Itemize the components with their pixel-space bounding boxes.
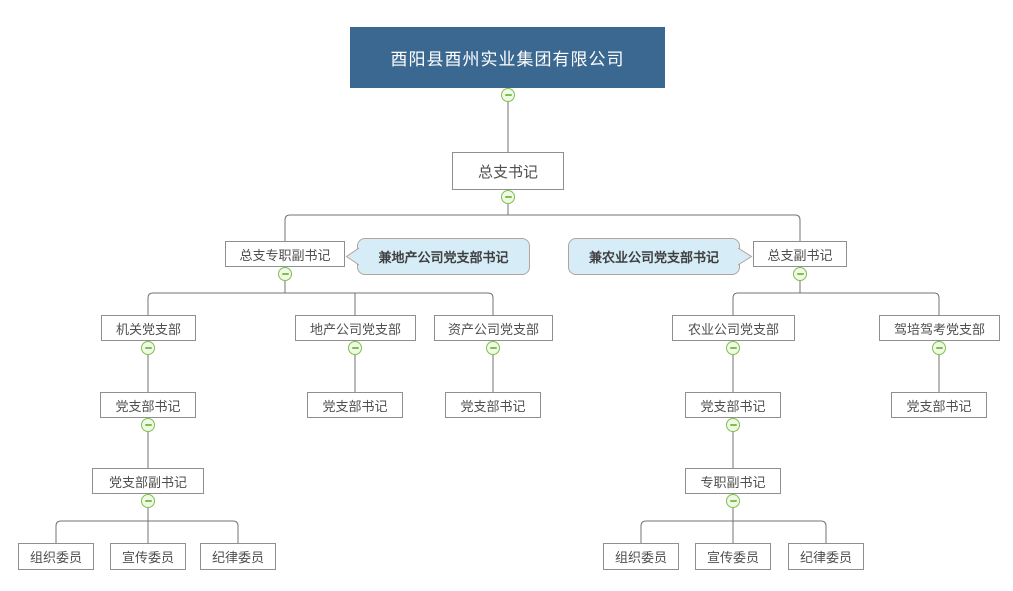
node-secretary-jiguan[interactable]: 党支部书记	[100, 392, 196, 418]
collapse-button-secretary-nongye[interactable]	[726, 418, 740, 432]
node-branch-nongye[interactable]: 农业公司党支部	[672, 315, 795, 341]
minus-icon	[351, 347, 359, 349]
minus-icon	[729, 500, 737, 502]
collapse-button-general-secretary[interactable]	[501, 190, 515, 204]
node-committee-organization-left[interactable]: 组织委员	[18, 543, 94, 570]
minus-icon	[281, 273, 289, 275]
node-secretary-nongye[interactable]: 党支部书记	[685, 392, 781, 418]
minus-icon	[729, 424, 737, 426]
node-committee-discipline-left[interactable]: 纪律委员	[200, 543, 276, 570]
minus-icon	[144, 347, 152, 349]
collapse-button-branch-nongye[interactable]	[726, 341, 740, 355]
node-branch-zichan[interactable]: 资产公司党支部	[434, 315, 553, 341]
node-company[interactable]: 酉阳县酉州实业集团有限公司	[350, 27, 665, 88]
node-deputy-secretary[interactable]: 总支副书记	[753, 241, 847, 267]
collapse-button-full-time-deputy[interactable]	[278, 267, 292, 281]
minus-icon	[729, 347, 737, 349]
collapse-button-company[interactable]	[501, 88, 515, 102]
collapse-button-secretary-jiguan[interactable]	[141, 418, 155, 432]
connector-secretary-split	[284, 190, 801, 241]
node-branch-dichan[interactable]: 地产公司党支部	[295, 315, 416, 341]
node-full-time-deputy-right[interactable]: 专职副书记	[685, 468, 781, 494]
node-deputy-branch-secretary-left[interactable]: 党支部副书记	[92, 468, 204, 494]
callout-dichan-party-secretary[interactable]: 兼地产公司党支部书记	[357, 238, 530, 275]
collapse-button-deputy-left[interactable]	[141, 494, 155, 508]
callout-nongye-party-secretary[interactable]: 兼农业公司党支部书记	[568, 238, 740, 275]
minus-icon	[144, 424, 152, 426]
node-committee-publicity-right[interactable]: 宣传委员	[695, 543, 771, 570]
collapse-button-deputy-secretary[interactable]	[793, 267, 807, 281]
node-secretary-zichan[interactable]: 党支部书记	[445, 392, 541, 418]
connector-secretary-to-deputy	[147, 418, 734, 468]
minus-icon	[796, 273, 804, 275]
node-committee-discipline-right[interactable]: 纪律委员	[788, 543, 864, 570]
node-secretary-jiapei[interactable]: 党支部书记	[891, 392, 987, 418]
callout-right-tail	[737, 247, 753, 266]
minus-icon	[504, 196, 512, 198]
node-full-time-deputy-secretary[interactable]: 总支专职副书记	[225, 241, 345, 267]
connector-right-branch-split	[732, 267, 940, 315]
minus-icon	[489, 347, 497, 349]
node-branch-jiguan[interactable]: 机关党支部	[101, 315, 196, 341]
node-committee-organization-right[interactable]: 组织委员	[603, 543, 679, 570]
collapse-button-deputy-right[interactable]	[726, 494, 740, 508]
minus-icon	[504, 94, 512, 96]
connector-branch-to-secretary	[147, 341, 940, 392]
node-committee-publicity-left[interactable]: 宣传委员	[110, 543, 186, 570]
minus-icon	[935, 347, 943, 349]
collapse-button-branch-dichan[interactable]	[348, 341, 362, 355]
collapse-button-branch-jiguan[interactable]	[141, 341, 155, 355]
node-general-branch-secretary[interactable]: 总支书记	[452, 152, 564, 190]
node-branch-jiapei[interactable]: 驾培驾考党支部	[879, 315, 1000, 341]
collapse-button-branch-zichan[interactable]	[486, 341, 500, 355]
node-secretary-dichan[interactable]: 党支部书记	[307, 392, 403, 418]
collapse-button-branch-jiapei[interactable]	[932, 341, 946, 355]
minus-icon	[144, 500, 152, 502]
